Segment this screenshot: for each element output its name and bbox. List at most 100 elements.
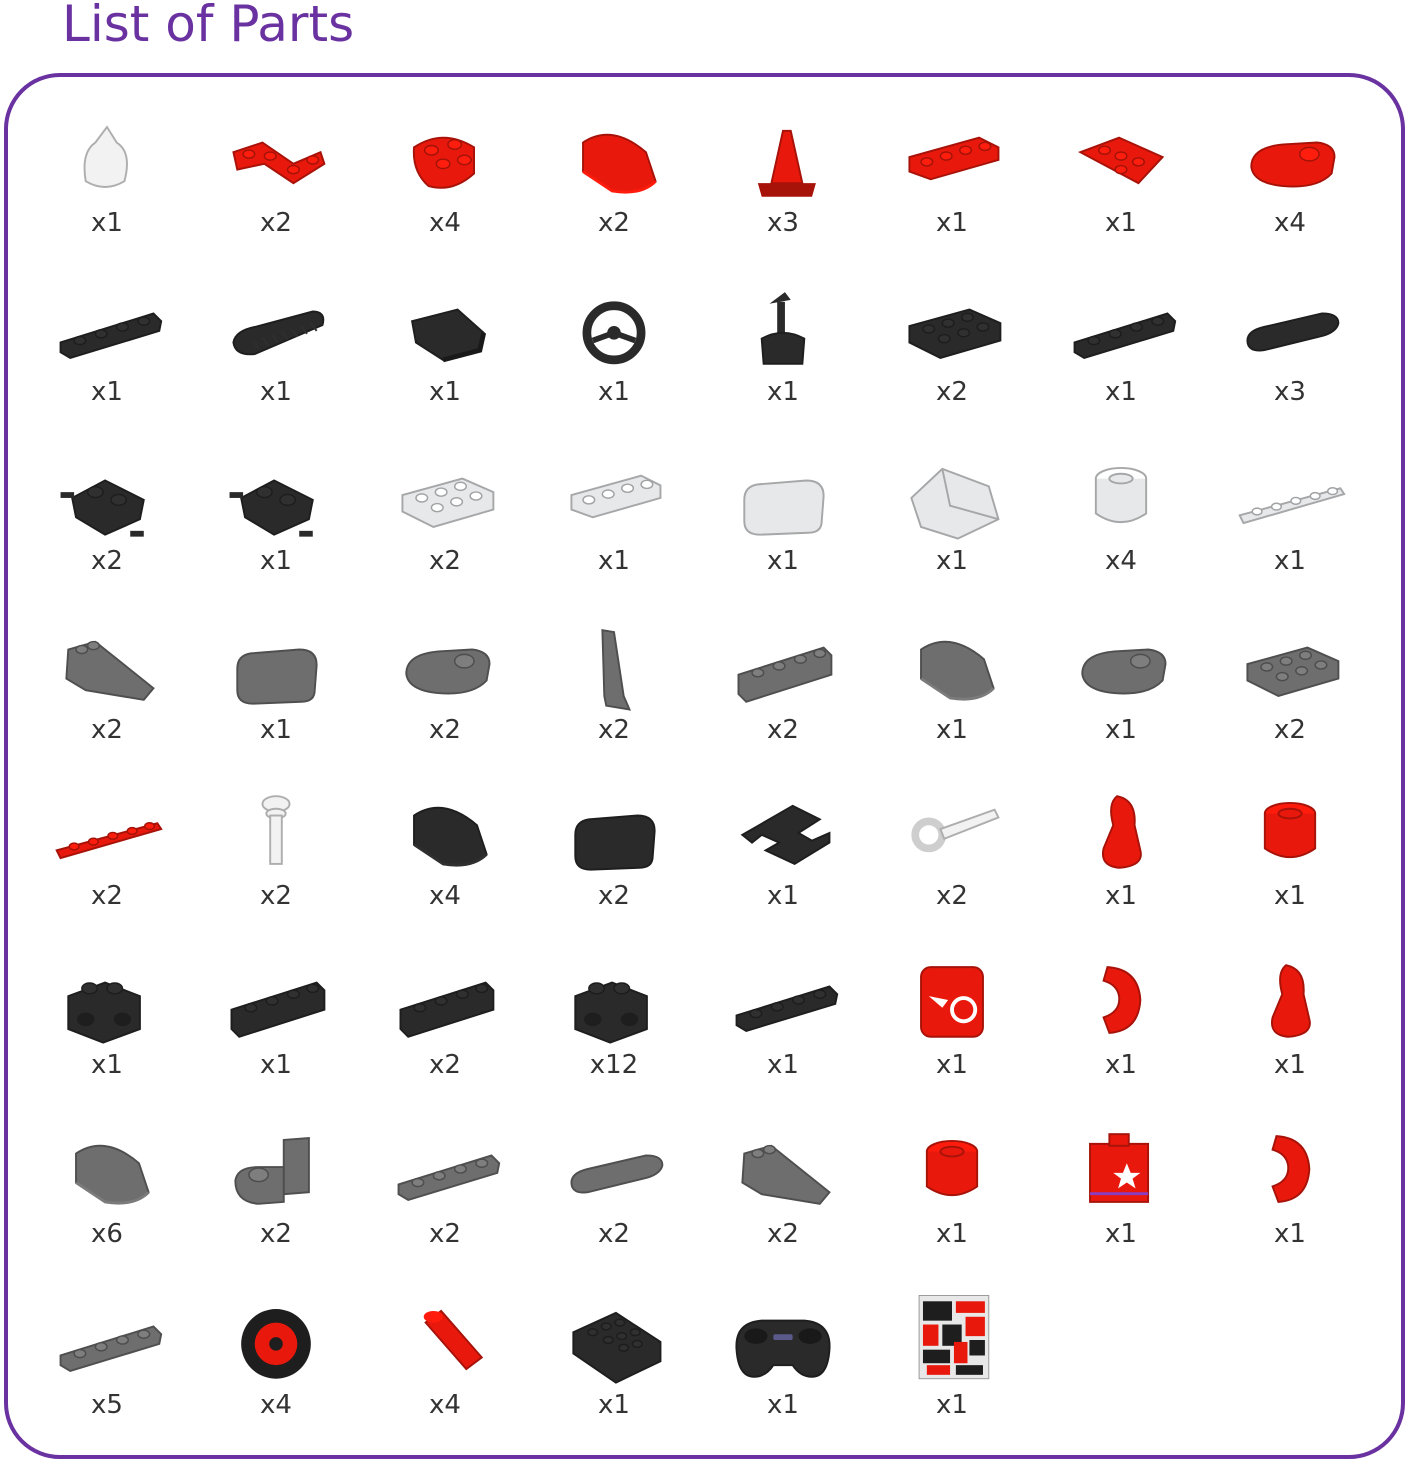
part-quantity: x12 (589, 1050, 639, 1080)
part-quantity: x2 (429, 715, 461, 745)
part-gray-bracket-brick: x2 (201, 1123, 351, 1273)
black-side-stud-brick-long-icon (399, 981, 495, 1038)
red-minifig-legs-icon (925, 1139, 979, 1197)
part-white-antenna: x2 (201, 785, 351, 935)
part-black-axle-holder: x2 (32, 450, 182, 600)
part-gray-1x3-plate: x2 (370, 1123, 520, 1273)
part-red-axle-pin: x4 (370, 1294, 520, 1444)
clear-1x6-plate-icon (1238, 487, 1346, 525)
part-quantity: x1 (767, 1050, 799, 1080)
red-1x6-plate-icon (55, 822, 163, 860)
part-quantity: x4 (429, 1390, 461, 1420)
part-quantity: x2 (91, 881, 123, 911)
clear-round-light-icon (1094, 466, 1148, 524)
part-black-slope-tile: x1 (370, 281, 520, 431)
tire-with-rim-icon (241, 1309, 311, 1379)
part-black-2x4-plate: x2 (877, 281, 1027, 431)
part-black-1x4-plate: x1 (32, 281, 182, 431)
part-quantity: x2 (91, 546, 123, 576)
part-quantity: x2 (598, 715, 630, 745)
red-hair-icon (1102, 795, 1142, 869)
white-bar-holder-icon (911, 808, 1000, 853)
part-gray-rounded-tile: x2 (539, 1123, 689, 1273)
part-quantity: x1 (260, 377, 292, 407)
part-red-round-corner-plate: x4 (370, 112, 520, 262)
part-quantity: x1 (767, 546, 799, 576)
gray-fin-icon (601, 629, 632, 711)
part-red-wing-plate: x1 (1046, 112, 1196, 262)
part-quantity: x1 (767, 377, 799, 407)
part-clear-bracket: x1 (539, 450, 689, 600)
gray-round-tile-icon (405, 648, 491, 695)
part-quantity: x1 (1105, 881, 1137, 911)
red-bracket-plate-icon (908, 136, 1000, 181)
black-steering-wheel-icon (582, 301, 646, 365)
part-red-minifig-legs: x1 (877, 1123, 1027, 1273)
part-black-side-stud-brick-b: x12 (539, 954, 689, 1104)
part-black-1x4-plate-b: x1 (1046, 281, 1196, 431)
red-curved-slope-icon (582, 133, 657, 194)
part-black-battery-box: x1 (539, 1294, 689, 1444)
part-quantity: x1 (1274, 546, 1306, 576)
part-quantity: x1 (1105, 1050, 1137, 1080)
gray-rounded-tile-icon (570, 1154, 664, 1194)
part-quantity: x1 (260, 1050, 292, 1080)
part-quantity: x1 (1105, 208, 1137, 238)
part-quantity: x4 (429, 208, 461, 238)
clear-2x4-plate-icon (401, 477, 495, 529)
black-u-bracket-icon (740, 804, 831, 865)
part-black-1x6-plate: x1 (708, 954, 858, 1104)
part-quantity: x1 (936, 546, 968, 576)
sticker-sheet-icon (918, 1295, 990, 1380)
part-gray-square-tile: x1 (201, 619, 351, 769)
red-axle-pin-icon (423, 1309, 484, 1371)
part-gray-2x4-plate: x2 (1215, 619, 1365, 769)
part-quantity: x4 (1274, 208, 1306, 238)
black-axle-holder-b-icon (229, 479, 314, 537)
gray-square-tile-icon (236, 648, 318, 705)
part-black-long-tile: x3 (1215, 281, 1365, 431)
white-antenna-icon (261, 795, 291, 865)
black-1x4-brick-icon (230, 981, 326, 1038)
part-red-1x6-plate: x2 (32, 785, 182, 935)
part-red-round-brick: x1 (1215, 785, 1365, 935)
part-quantity: x1 (598, 377, 630, 407)
part-red-minifig-torso: x1 (1046, 1123, 1196, 1273)
part-quantity: x4 (260, 1390, 292, 1420)
part-black-1x4-brick: x1 (201, 954, 351, 1104)
part-red-l-plate: x2 (201, 112, 351, 262)
part-quantity: x2 (598, 881, 630, 911)
part-quantity: x1 (1274, 881, 1306, 911)
red-wing-plate-icon (1078, 136, 1165, 185)
red-minifig-head-icon (920, 966, 984, 1038)
part-quantity: x5 (91, 1390, 123, 1420)
black-long-tile-icon (1246, 312, 1340, 352)
part-quantity: x2 (767, 1219, 799, 1249)
part-red-hair: x1 (1046, 785, 1196, 935)
red-hair-b-icon (1271, 964, 1311, 1038)
gray-round-end-plate-icon (1081, 648, 1167, 695)
part-quantity: x1 (936, 1390, 968, 1420)
gray-1x4-brick-icon (737, 646, 833, 703)
part-gray-small-wedge: x2 (708, 1123, 858, 1273)
part-black-axle-holder-b: x1 (201, 450, 351, 600)
part-quantity: x3 (767, 208, 799, 238)
red-round-brick-icon (1263, 801, 1317, 859)
part-quantity: x2 (260, 881, 292, 911)
red-arm-b-icon (1271, 1135, 1311, 1203)
part-quantity: x1 (260, 715, 292, 745)
part-quantity: x1 (91, 208, 123, 238)
part-red-bracket-plate: x1 (877, 112, 1027, 262)
part-quantity: x1 (1105, 715, 1137, 745)
black-2x4-plate-icon (908, 308, 1002, 360)
part-quantity: x1 (1274, 1050, 1306, 1080)
part-quantity: x1 (936, 208, 968, 238)
part-quantity: x2 (936, 377, 968, 407)
page-title: List of Parts (62, 0, 355, 53)
part-quantity: x2 (429, 546, 461, 576)
black-curved-slope-icon (413, 806, 488, 867)
part-quantity: x1 (936, 1219, 968, 1249)
black-battery-box-icon (572, 1311, 662, 1384)
part-red-curved-slope: x2 (539, 112, 689, 262)
part-quantity: x1 (1105, 1219, 1137, 1249)
